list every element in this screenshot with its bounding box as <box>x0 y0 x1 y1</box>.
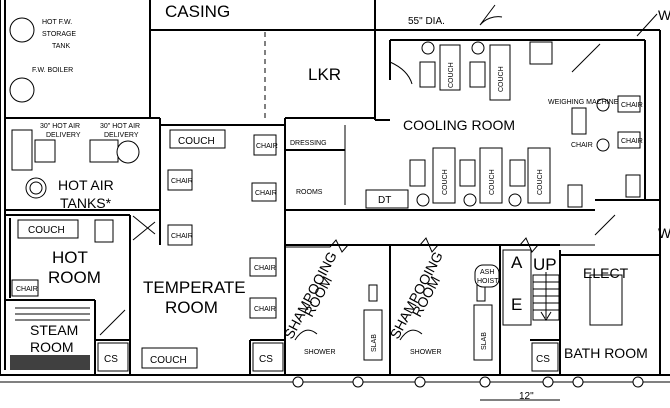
label-shower-1: SHOWER <box>304 349 336 356</box>
chair <box>167 224 193 246</box>
dt-box <box>365 189 409 209</box>
label-lkr: LKR <box>308 65 341 84</box>
label-casing: CASING <box>165 2 230 21</box>
label-hot-room-1: HOT <box>52 248 88 267</box>
label-w-2: W <box>658 225 670 241</box>
chair <box>571 107 587 135</box>
label-slab-1: SLAB <box>371 334 378 352</box>
table-circles <box>416 41 610 207</box>
label-dim-12: 12" <box>519 391 534 402</box>
label-cs-3: CS <box>536 354 550 365</box>
label-couch-5: COUCH <box>498 66 505 92</box>
couch <box>439 44 461 91</box>
chair <box>409 159 426 187</box>
label-slab-2: SLAB <box>481 332 488 350</box>
label-dressing: DRESSING <box>290 140 327 147</box>
label-fw-boiler: F.W. BOILER <box>32 67 73 74</box>
label-chair-1: CHAIR <box>256 143 278 150</box>
label-chair-5: CHAIR <box>254 265 276 272</box>
label-couch-1: COUCH <box>178 136 215 147</box>
label-hot-air-delivery-2b: DELIVERY <box>104 132 139 139</box>
fw-boiler-symbol <box>9 77 35 103</box>
label-hoist: HOIST <box>477 278 499 285</box>
ash-hoist <box>474 264 500 288</box>
label-up: UP <box>533 255 557 274</box>
label-hot-air-delivery-1a: 30" HOT AIR <box>40 123 80 130</box>
label-dt: DT <box>378 195 391 206</box>
furniture <box>11 44 641 369</box>
label-elect: ELECT <box>583 265 629 281</box>
label-hot-air-tanks-2: TANKS* <box>60 195 112 211</box>
couch <box>141 347 198 369</box>
couch <box>527 147 551 204</box>
label-temperate-room-2: ROOM <box>165 298 218 317</box>
label-w-1: W <box>658 7 670 23</box>
label-chair-7: CHAIR <box>16 286 38 293</box>
label-hot-air-tanks-1: HOT AIR <box>58 177 114 193</box>
chair <box>249 297 277 319</box>
chair <box>253 134 277 156</box>
label-hot-air-delivery-2a: 30" HOT AIR <box>100 123 140 130</box>
label-chair-9: CHAIR <box>621 138 643 145</box>
label-e: E <box>511 295 522 314</box>
label-chair-2: CHAIR <box>255 190 277 197</box>
break-line <box>285 237 595 253</box>
label-steam-room-1: STEAM <box>30 322 78 338</box>
label-diameter: 55" DIA. <box>408 16 445 27</box>
label-weighing-machine: WEIGHING MACHINE <box>548 99 619 106</box>
label-cs-1: CS <box>104 354 118 365</box>
chair <box>251 182 277 202</box>
label-couch-8: COUCH <box>537 169 544 195</box>
label-cooling-room: COOLING ROOM <box>403 117 515 133</box>
label-ash: ASH <box>480 269 494 276</box>
label-couch-4: COUCH <box>448 62 455 88</box>
label-steam-room-2: ROOM <box>30 339 74 355</box>
couch <box>479 147 503 204</box>
couch <box>432 147 456 204</box>
chair <box>249 257 277 277</box>
couch <box>17 219 79 239</box>
chair <box>567 184 583 208</box>
label-a: A <box>511 253 523 272</box>
label-chair-10: CHAIR <box>571 142 593 149</box>
chair <box>459 159 476 187</box>
couch <box>169 129 226 149</box>
label-shower-2: SHOWER <box>410 349 442 356</box>
label-rooms: ROOMS <box>296 189 323 196</box>
label-hot-fw-tank-1: HOT F.W. <box>42 19 72 26</box>
chair <box>94 219 114 243</box>
label-hot-fw-tank-2: STORAGE <box>42 31 76 38</box>
label-hot-room-2: ROOM <box>48 268 101 287</box>
chair <box>167 169 193 191</box>
label-cs-2: CS <box>259 354 273 365</box>
label-shampooing-room-2: SHAMPOOING <box>387 249 446 342</box>
label-chair-6: CHAIR <box>254 306 276 313</box>
dim-circles <box>292 376 644 388</box>
label-couch-3: COUCH <box>150 355 187 366</box>
chair <box>625 174 641 198</box>
chair <box>419 61 436 88</box>
label-temperate-room-1: TEMPERATE <box>143 278 246 297</box>
hot-fw-tank-symbol <box>9 17 35 43</box>
label-bath-room: BATH ROOM <box>564 345 648 361</box>
label-couch-6: COUCH <box>442 169 449 195</box>
label-chair-3: CHAIR <box>171 178 193 185</box>
chair <box>509 159 526 187</box>
chair <box>617 95 641 113</box>
label-chair-4: CHAIR <box>171 233 193 240</box>
chair <box>469 61 486 88</box>
label-chair-8: CHAIR <box>621 102 643 109</box>
fixtures <box>0 4 670 401</box>
label-couch-7: COUCH <box>489 169 496 195</box>
label-hot-fw-tank-3: TANK <box>52 43 70 50</box>
hot-air-tank-symbol <box>25 177 47 199</box>
chair <box>11 279 39 297</box>
chair <box>617 131 641 149</box>
label-hot-air-delivery-1b: DELIVERY <box>46 132 81 139</box>
label-couch-2: COUCH <box>28 225 65 236</box>
couch <box>489 44 511 101</box>
